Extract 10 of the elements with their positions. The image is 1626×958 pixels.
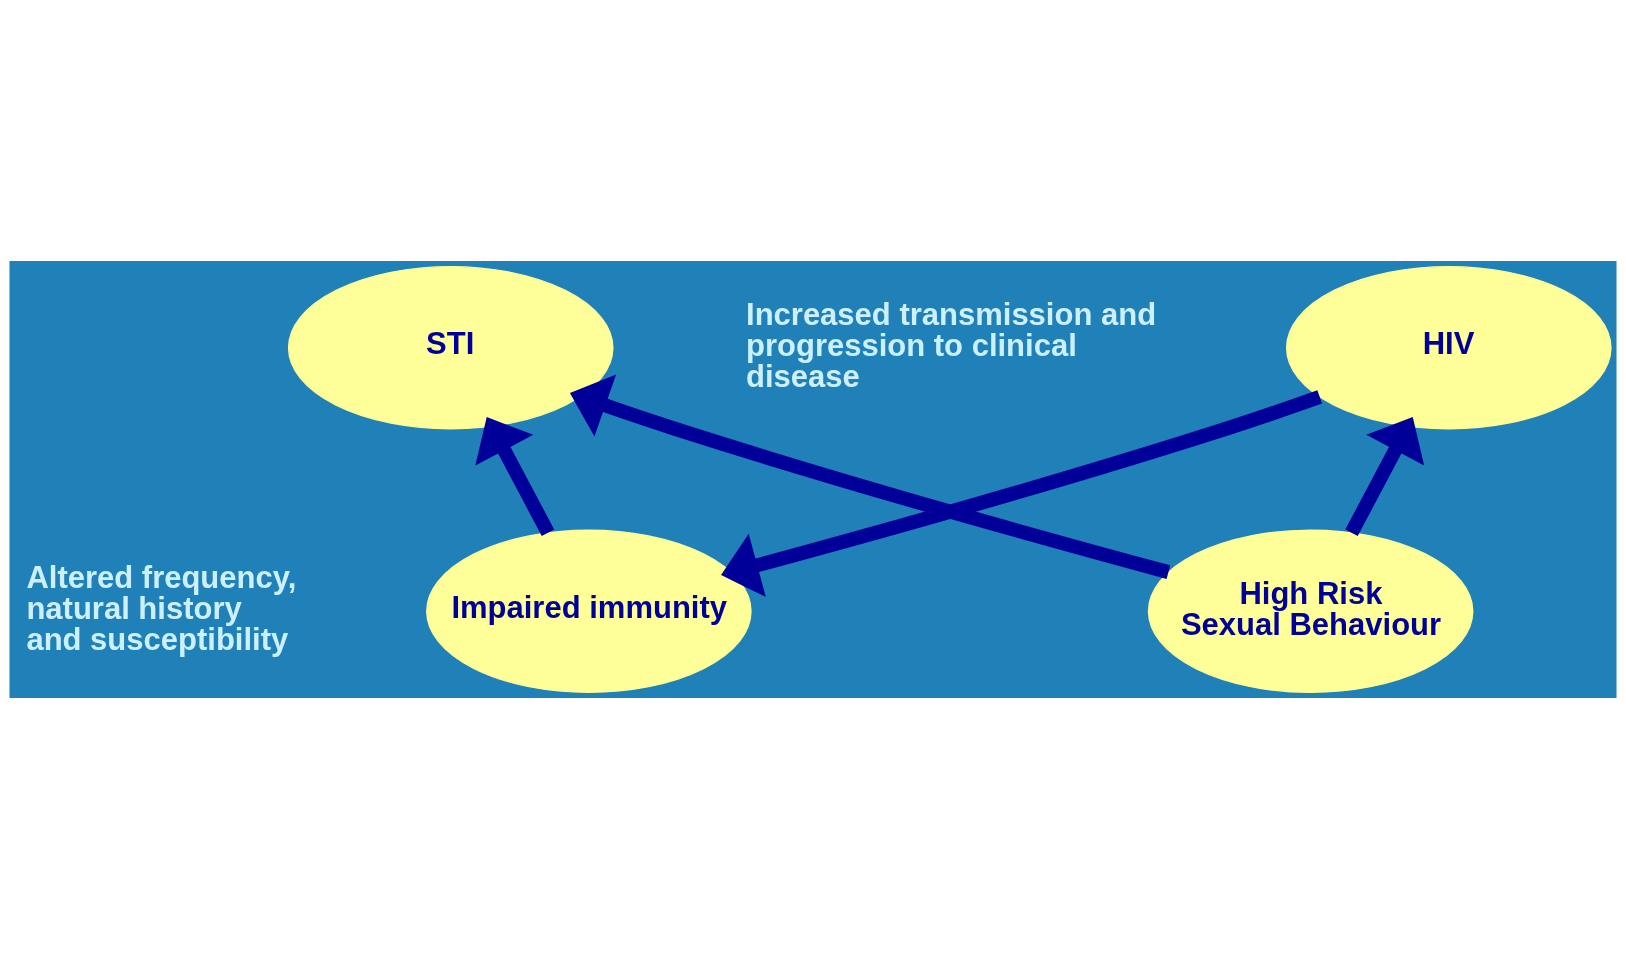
label: Altered frequency, natural history and susceptibility — [26, 559, 297, 657]
node-ellipse: Impaired immunity — [426, 529, 752, 693]
node-ellipse: HIV — [1285, 265, 1612, 429]
arrow — [475, 416, 555, 536]
label: Increased transmission and progression to clinical disease — [746, 296, 1157, 394]
node-ellipse: STI — [287, 265, 614, 429]
arrow — [569, 374, 1171, 579]
arrow — [721, 389, 1323, 597]
arrow — [1345, 416, 1425, 536]
node-ellipse: High Risk Sexual Behaviour — [1147, 529, 1474, 693]
